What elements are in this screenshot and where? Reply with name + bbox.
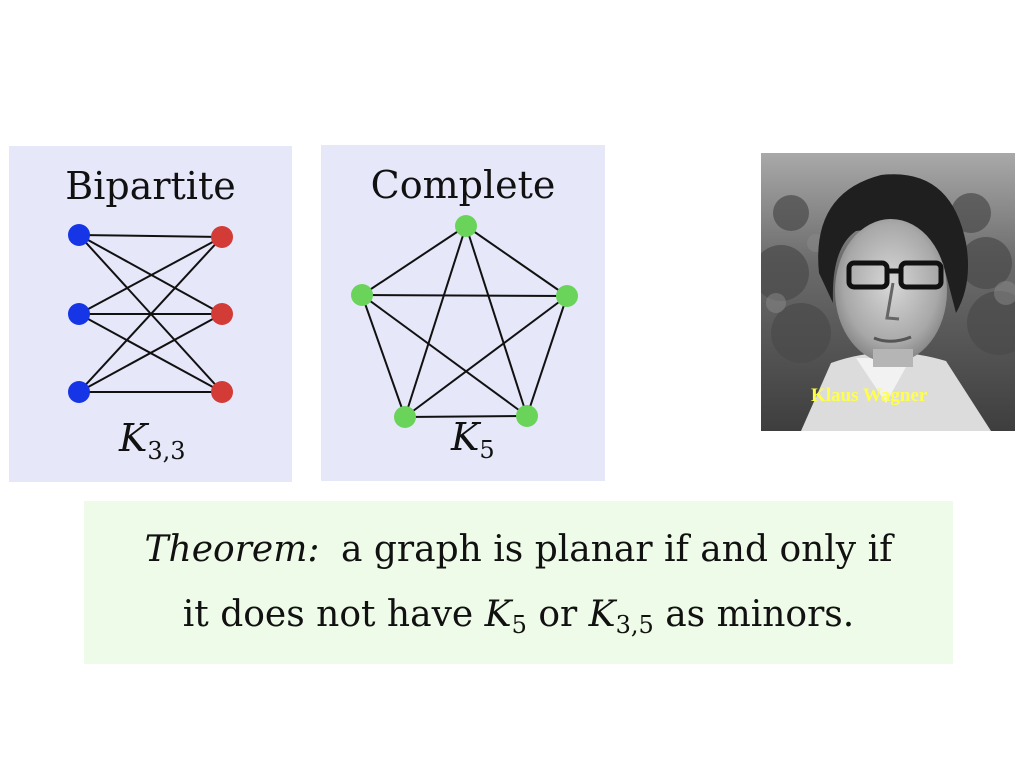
theorem-box: Theorem: a graph is planar if and only i… [84, 501, 953, 664]
k33-symbol: K [119, 416, 148, 460]
bipartite-graph-k33 [68, 224, 233, 403]
edge-a-e [361, 225, 467, 296]
edge-l3-r2 [78, 313, 223, 393]
right-node-1 [211, 226, 233, 248]
edge-c-d [404, 415, 528, 418]
theorem-k35-sub: 3,5 [615, 611, 654, 639]
left-node-3 [68, 381, 90, 403]
bipartite-title: Bipartite [65, 164, 236, 208]
complete-edges [361, 225, 568, 418]
portrait-photo: Klaus Wagner [761, 153, 1015, 431]
left-node-1 [68, 224, 90, 246]
edge-b-d [404, 295, 568, 418]
theorem-k35: K3,5 [588, 594, 654, 639]
edge-l2-r1 [78, 236, 223, 315]
k5-node-bottom-left [394, 406, 416, 428]
complete-nodes [351, 215, 578, 428]
k5-node-right [556, 285, 578, 307]
theorem-or: or [538, 594, 578, 635]
complete-title: Complete [370, 163, 556, 207]
edge-d-e [361, 294, 406, 418]
right-node-2 [211, 303, 233, 325]
edge-l3-r1 [78, 236, 223, 393]
bipartite-right-nodes [211, 226, 233, 403]
theorem-line1-text: a graph is planar if and only if [340, 529, 893, 570]
edge-b-e [361, 294, 568, 297]
theorem-line-1: Theorem: a graph is planar if and only i… [84, 529, 953, 570]
edge-l1-r1 [78, 234, 223, 238]
complete-graph-k5 [351, 215, 578, 428]
edge-a-d [404, 225, 467, 418]
edge-a-b [465, 225, 568, 297]
complete-panel: Complete K5 [321, 145, 605, 481]
theorem-k5-symbol: K [484, 594, 512, 635]
edge-b-c [526, 295, 568, 417]
bipartite-edges [78, 234, 223, 393]
theorem-line2-prefix: it does not have [182, 594, 474, 635]
edge-c-e [361, 294, 528, 417]
theorem-label: Theorem: [144, 529, 320, 570]
k5-subscript: 5 [479, 436, 495, 464]
k5-label: K5 [451, 415, 495, 464]
edge-a-c [465, 225, 528, 417]
k5-node-bottom-right [516, 405, 538, 427]
k33-label: K3,3 [119, 416, 186, 465]
theorem-k5-sub: 5 [511, 611, 527, 639]
left-node-2 [68, 303, 90, 325]
bipartite-left-nodes [68, 224, 90, 403]
k5-symbol: K [451, 415, 480, 459]
k33-subscript: 3,3 [147, 437, 186, 465]
k5-node-top [455, 215, 477, 237]
right-node-3 [211, 381, 233, 403]
theorem-k35-symbol: K [588, 594, 616, 635]
theorem-k5: K5 [484, 594, 527, 639]
photo-caption: Klaus Wagner [811, 385, 928, 406]
theorem-line2-suffix: as minors. [665, 594, 855, 635]
portrait-illustration [761, 153, 1015, 431]
bipartite-panel: Bipartite K3,3 [9, 146, 292, 482]
theorem-line-2: it does not have K5 or K3,5 as minors. [84, 594, 953, 639]
k5-node-left [351, 284, 373, 306]
